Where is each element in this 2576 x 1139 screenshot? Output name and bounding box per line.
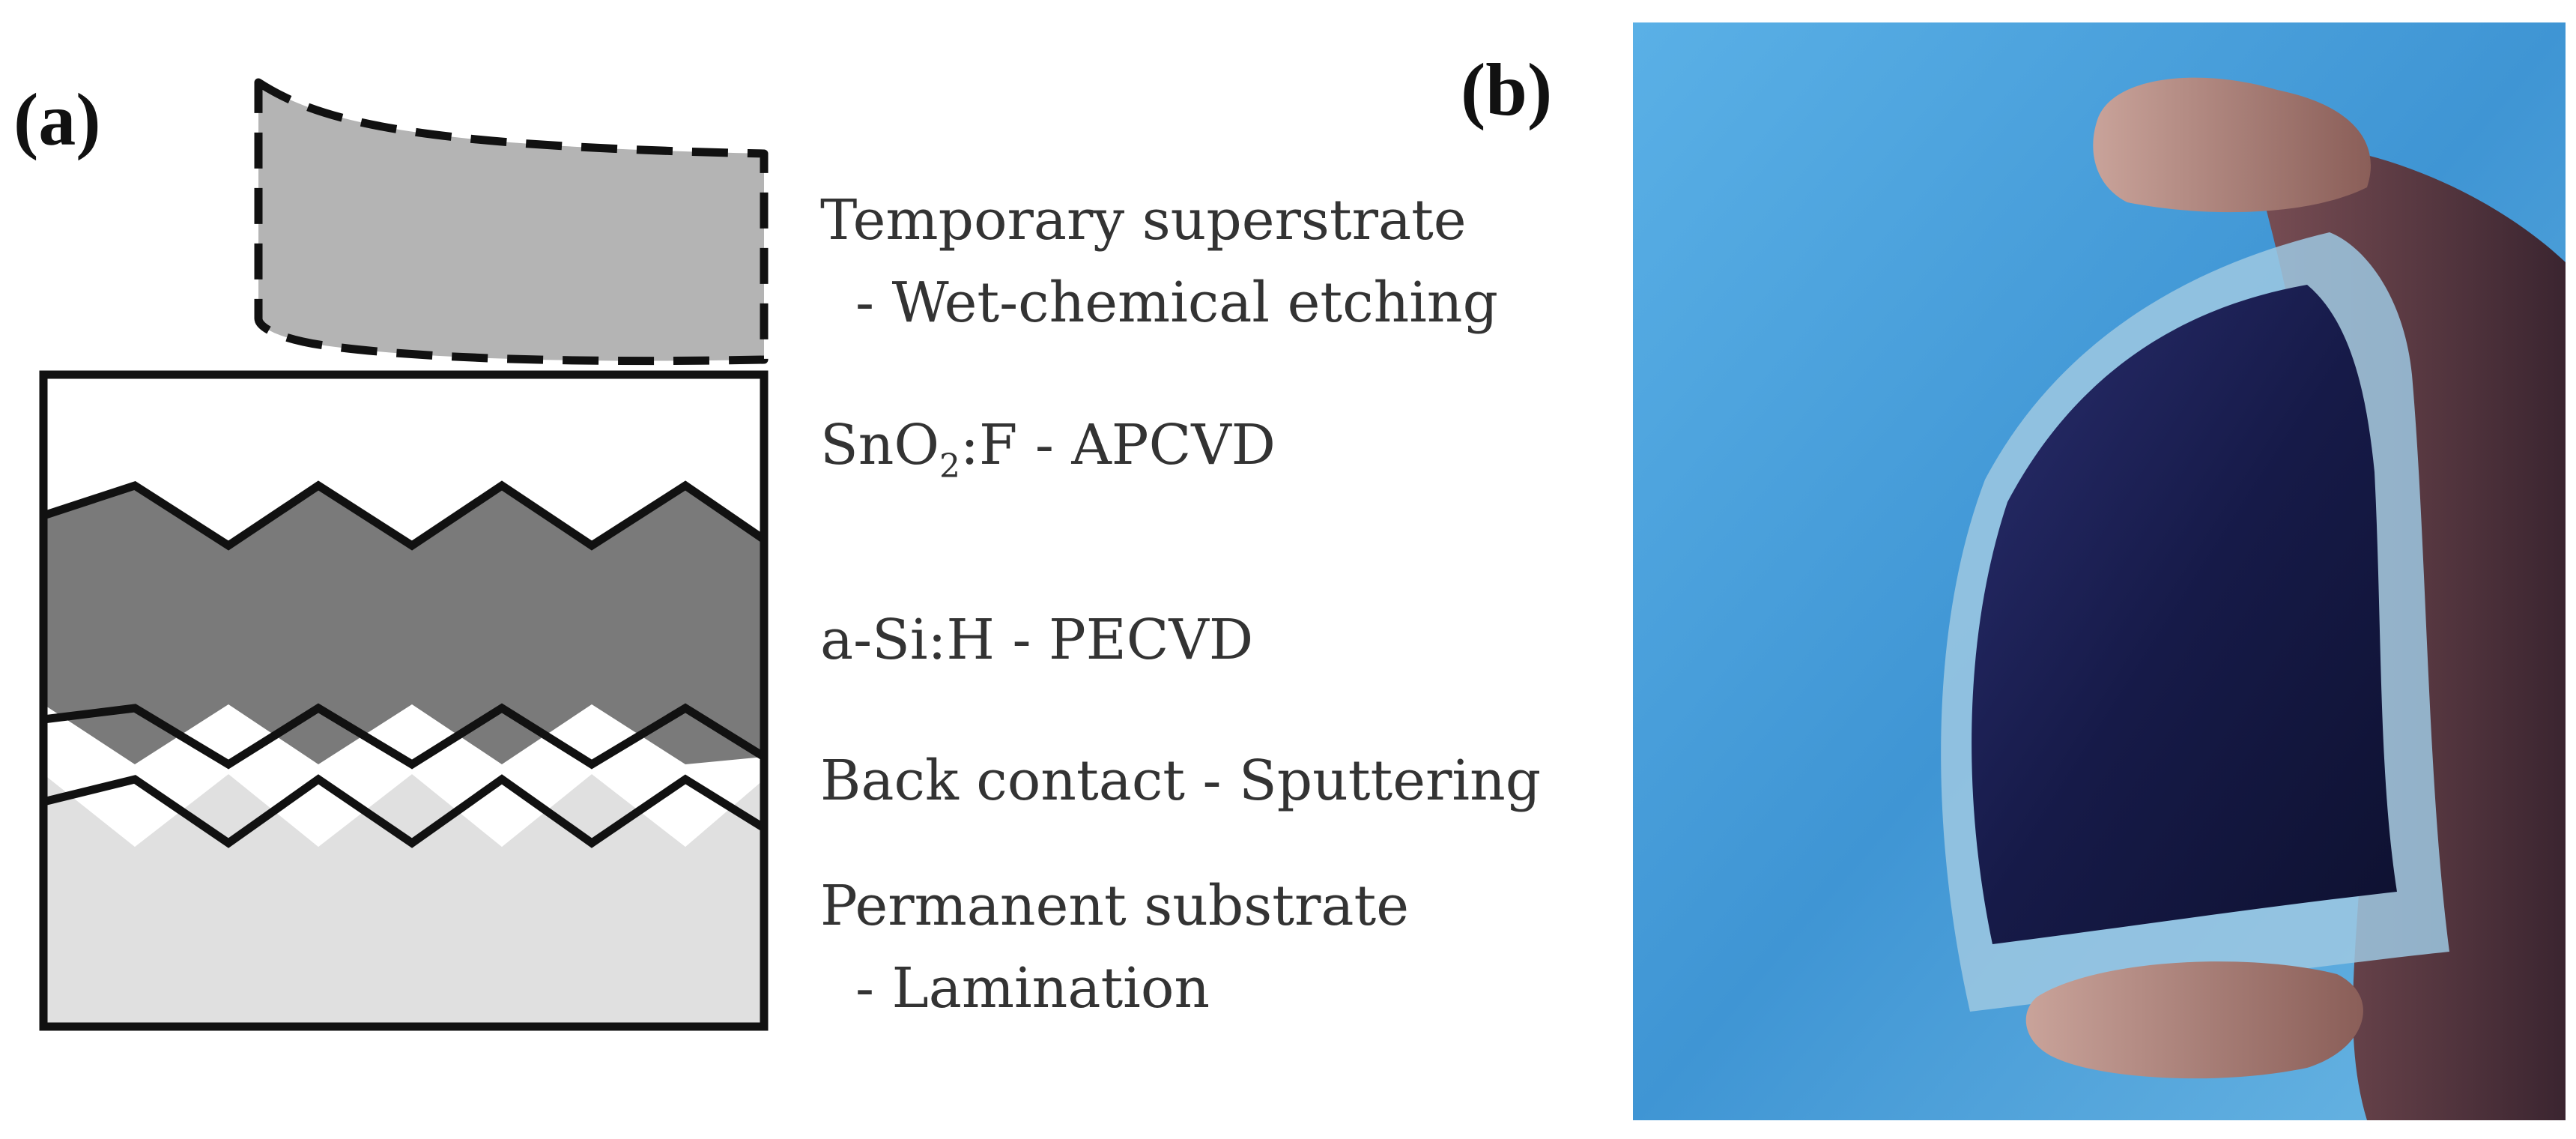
temporary-superstrate-label: Temporary superstrate (820, 188, 1467, 253)
panel-label-b: (b) (1461, 48, 1553, 131)
bottom-thumb (2025, 961, 2363, 1079)
tco-label-prefix: SnO (820, 413, 940, 477)
temporary-superstrate-shape (254, 78, 769, 366)
stack-outline (39, 370, 769, 1031)
absorber-layer-label: a-Si:H - PECVD (820, 608, 1254, 672)
tco-label-subscript: 2 (939, 447, 961, 486)
permanent-substrate-process-label: - Lamination (820, 956, 1210, 1021)
back-contact-label: Back contact - Sputtering (820, 749, 1542, 813)
backcontact-substrate-interface (42, 774, 766, 848)
tco-layer-label: SnO2:F - APCVD (820, 412, 1276, 486)
tco-absorber-interface (42, 480, 767, 551)
absorber-layer (43, 486, 764, 764)
panel-label-a: (a) (13, 78, 101, 161)
back-contact-layer (43, 719, 764, 847)
permanent-substrate-label: Permanent substrate (820, 874, 1410, 938)
flexible-solar-cell-photo (1633, 22, 2566, 1120)
temporary-superstrate-process-label: - Wet-chemical etching (820, 271, 1498, 335)
solar-cell-area (1972, 285, 2397, 944)
tco-label-suffix: :F - APCVD (960, 413, 1276, 477)
layer-stack-diagram (39, 78, 769, 1031)
top-finger (2093, 77, 2371, 213)
absorber-backcontact-interface (43, 703, 766, 770)
layer-stack-box (39, 370, 769, 1031)
